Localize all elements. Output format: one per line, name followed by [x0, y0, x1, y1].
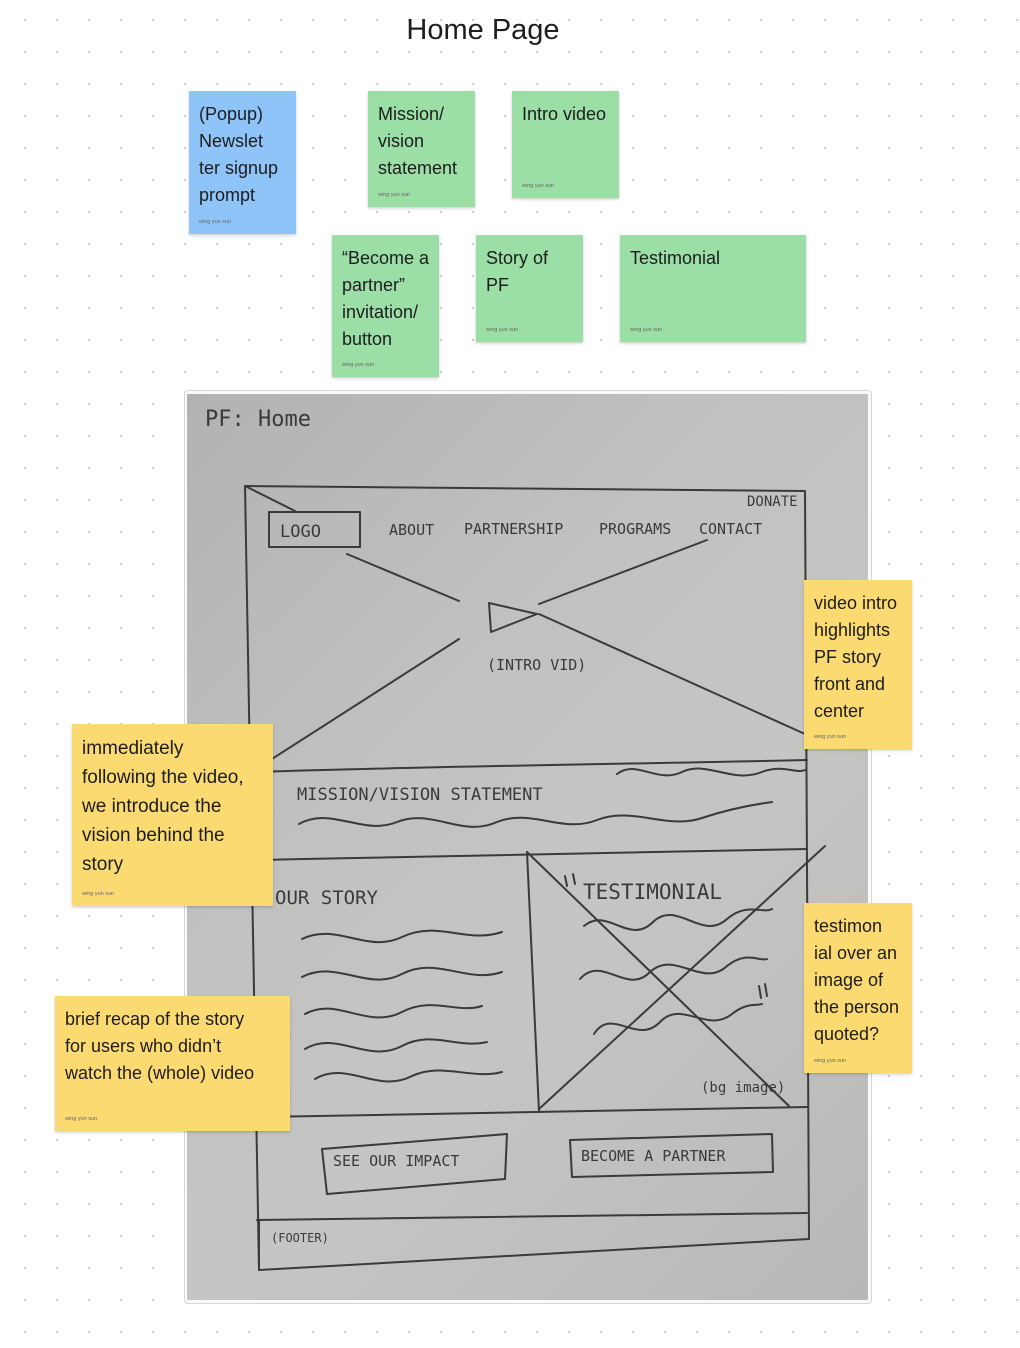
sticky-intro-video[interactable]: Intro video wing yun sun — [512, 91, 619, 198]
sticky-text: Intro video — [522, 104, 607, 124]
sketch-bg-image-label: (bg image) — [701, 1080, 785, 1096]
sticky-author: wing yun sun — [65, 1116, 98, 1122]
wireframe-photo[interactable]: PF: Home DONATE LOGO ABOUT PARTNERSHIP P… — [187, 394, 868, 1300]
sketch-nav-partnership: PARTNERSHIP — [464, 520, 563, 538]
sticky-author: wing yun sun — [82, 891, 115, 897]
sticky-newsletter[interactable]: (Popup) Newslet ter signup prompt wing y… — [189, 91, 296, 234]
sticky-author: wing yun sun — [814, 734, 847, 740]
sticky-author: wing yun sun — [522, 183, 555, 189]
sticky-author: wing yun sun — [814, 1058, 847, 1064]
sketch-mission-label: MISSION/VISION STATEMENT — [297, 785, 543, 805]
sticky-story[interactable]: Story of PF wing yun sun — [476, 235, 583, 342]
sticky-partner[interactable]: “Become a partner” invitation/ button wi… — [332, 235, 439, 377]
sticky-mission[interactable]: Mission/ vision statement wing yun sun — [368, 91, 475, 207]
sketch-impact-button-label: SEE OUR IMPACT — [333, 1152, 459, 1170]
sticky-note-story[interactable]: brief recap of the story for users who d… — [55, 996, 290, 1131]
sticky-author: wing yun sun — [630, 327, 663, 333]
sketch-story-label: OUR STORY — [275, 887, 379, 909]
sticky-text: Story of PF — [486, 248, 549, 295]
sticky-text: immediately following the video, we intr… — [82, 738, 244, 875]
wireframe-sketch: PF: Home DONATE LOGO ABOUT PARTNERSHIP P… — [205, 407, 826, 1271]
sketch-partner-button-label: BECOME A PARTNER — [581, 1147, 726, 1165]
sketch-footer-label: (FOOTER) — [271, 1231, 329, 1245]
sketch-logo-label: LOGO — [280, 522, 321, 542]
sticky-text: “Become a partner” invitation/ button — [342, 248, 430, 349]
sketch-nav-programs: PROGRAMS — [599, 520, 671, 538]
sketch-page-label: PF: Home — [205, 407, 311, 432]
sticky-note-video[interactable]: video intro highlights PF story front an… — [804, 580, 912, 749]
sticky-note-testimonial[interactable]: testimon ial over an image of the person… — [804, 903, 912, 1073]
sketch-donate-label: DONATE — [747, 494, 798, 510]
sticky-note-mission[interactable]: immediately following the video, we intr… — [72, 724, 273, 906]
sticky-author: wing yun sun — [199, 219, 232, 225]
sticky-text: video intro highlights PF story front an… — [814, 593, 898, 721]
sticky-text: (Popup) Newslet ter signup prompt — [199, 104, 279, 205]
board-title: Home Page — [406, 14, 560, 46]
sticky-author: wing yun sun — [342, 362, 375, 368]
sticky-text: testimon ial over an image of the person… — [814, 916, 900, 1044]
sticky-testimonial[interactable]: Testimonial wing yun sun — [620, 235, 806, 342]
sketch-nav-contact: CONTACT — [699, 520, 762, 538]
sketch-testimonial-label: TESTIMONIAL — [583, 880, 722, 904]
sticky-text: Testimonial — [630, 248, 721, 268]
sticky-author: wing yun sun — [486, 327, 519, 333]
sticky-author: wing yun sun — [378, 192, 411, 198]
sticky-text: brief recap of the story for users who d… — [65, 1009, 255, 1083]
sketch-nav-about: ABOUT — [389, 521, 434, 539]
sticky-text: Mission/ vision statement — [378, 104, 458, 178]
sketch-video-label: (INTRO VID) — [487, 656, 586, 674]
